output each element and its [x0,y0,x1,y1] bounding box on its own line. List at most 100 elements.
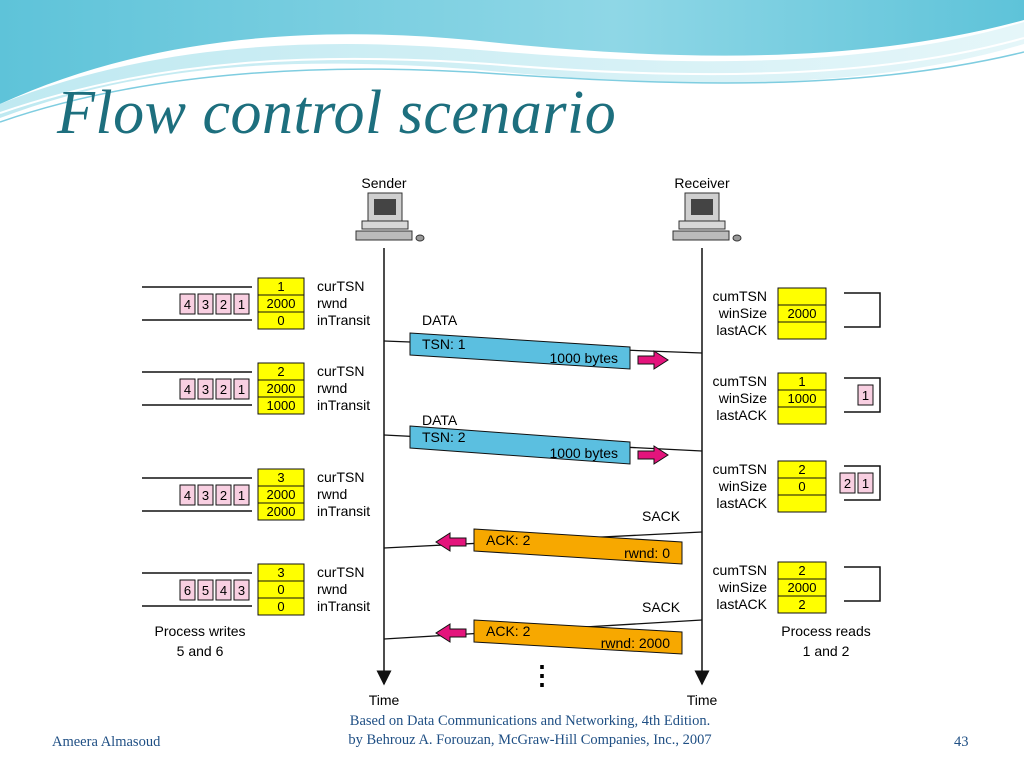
message-kind-label: DATA [422,312,458,328]
sender-value: 3 [277,565,284,580]
receiver-value: 1 [798,374,805,389]
sender-chunk-label: 1 [238,488,245,503]
packet-left-text: ACK: 2 [486,623,531,639]
receiver-field-label: cumTSN [713,373,767,389]
sender-chunk-label: 2 [220,297,227,312]
source-line-1: Based on Data Communications and Network… [349,713,711,729]
sender-field-label: rwnd [317,295,347,311]
sender-field-label: curTSN [317,278,364,294]
sender-value: 2000 [267,504,296,519]
receiver-chunk [839,472,856,494]
sender-chunk-label: 3 [202,297,209,312]
sender-chunk [233,484,250,506]
receiver-field-label: winSize [718,390,767,406]
sender-chunk-label: 4 [220,583,227,598]
sender-chunk [179,484,196,506]
receiver-buffer-bracket [844,377,881,413]
sender-field-label: curTSN [317,469,364,485]
receiver-value-box [777,287,827,306]
receiver-field-label: winSize [718,305,767,321]
sender-chunk-label: 3 [202,488,209,503]
sender-field-label: rwnd [317,486,347,502]
data-packet [409,425,631,465]
sender-value: 2000 [267,487,296,502]
packet-right-text: rwnd: 2000 [601,635,670,651]
receiver-field-label: lastACK [716,596,767,612]
sender-value: 2000 [267,381,296,396]
receiver-buffer-bracket [844,566,881,602]
sender-field-label: inTransit [317,397,370,413]
receiver-buffer-bracket [844,292,881,328]
sender-chunk [179,378,196,400]
receiver-chunk [857,384,874,406]
message-kind-label: SACK [642,599,681,615]
message-kind-label: DATA [422,412,458,428]
sender-value-box [257,311,305,330]
right-arrow-icon [637,445,669,465]
receiver-value: 1000 [788,391,817,406]
page-number: 43 [954,734,969,750]
receiver-buffer-bracket [844,465,881,501]
sender-time-label: Time [369,692,400,708]
receiver-time-label: Time [687,692,718,708]
receiver-value-box [777,595,827,614]
sender-chunk [179,293,196,315]
sender-chunk [233,293,250,315]
receiver-computer-icon [672,192,742,242]
sender-chunk-label: 1 [238,297,245,312]
sender-chunk [215,378,232,400]
source-citation: Based on Data Communications and Network… [240,712,820,750]
sender-value: 2 [277,364,284,379]
receiver-value: 2 [798,597,805,612]
receiver-chunk-label: 1 [862,476,869,491]
sender-value: 0 [277,313,284,328]
receiver-value-box [777,406,827,425]
sender-value-box [257,597,305,616]
sack-packet [473,619,683,655]
sender-chunk [197,579,214,601]
receiver-field-label: winSize [718,478,767,494]
sender-chunk-label: 6 [184,583,191,598]
packet-left-text: TSN: 1 [422,336,466,352]
receiver-note-line-1: Process reads [781,623,870,639]
receiver-field-label: cumTSN [713,288,767,304]
sack-packet [473,528,683,565]
receiver-field-label: cumTSN [713,461,767,477]
sender-value-box [257,396,305,415]
sender-chunk-label: 1 [238,382,245,397]
sender-chunk-label: 4 [184,382,191,397]
sender-value: 0 [277,599,284,614]
sender-chunk [215,293,232,315]
receiver-value: 0 [798,479,805,494]
sender-chunk-label: 2 [220,488,227,503]
receiver-chunk [857,472,874,494]
sender-chunk [197,484,214,506]
author-name: Ameera Almasoud [52,734,161,750]
receiver-field-label: lastACK [716,495,767,511]
sender-chunk-label: 3 [238,583,245,598]
sender-chunk [215,579,232,601]
receiver-field-label: cumTSN [713,562,767,578]
message-kind-label: SACK [642,508,681,524]
receiver-value-box [777,321,827,340]
right-arrow-icon [637,350,669,370]
sender-chunk-label: 2 [220,382,227,397]
sender-field-label: rwnd [317,380,347,396]
receiver-label: Receiver [674,175,730,191]
sender-value-box [257,502,305,521]
sender-label: Sender [361,175,406,191]
sender-field-label: inTransit [317,598,370,614]
receiver-value: 2000 [788,306,817,321]
left-arrow-icon [435,532,467,552]
sender-note-line-2: 5 and 6 [177,643,224,659]
sender-value: 0 [277,582,284,597]
packet-left-text: TSN: 2 [422,429,466,445]
receiver-value: 2000 [788,580,817,595]
sender-chunk [179,579,196,601]
